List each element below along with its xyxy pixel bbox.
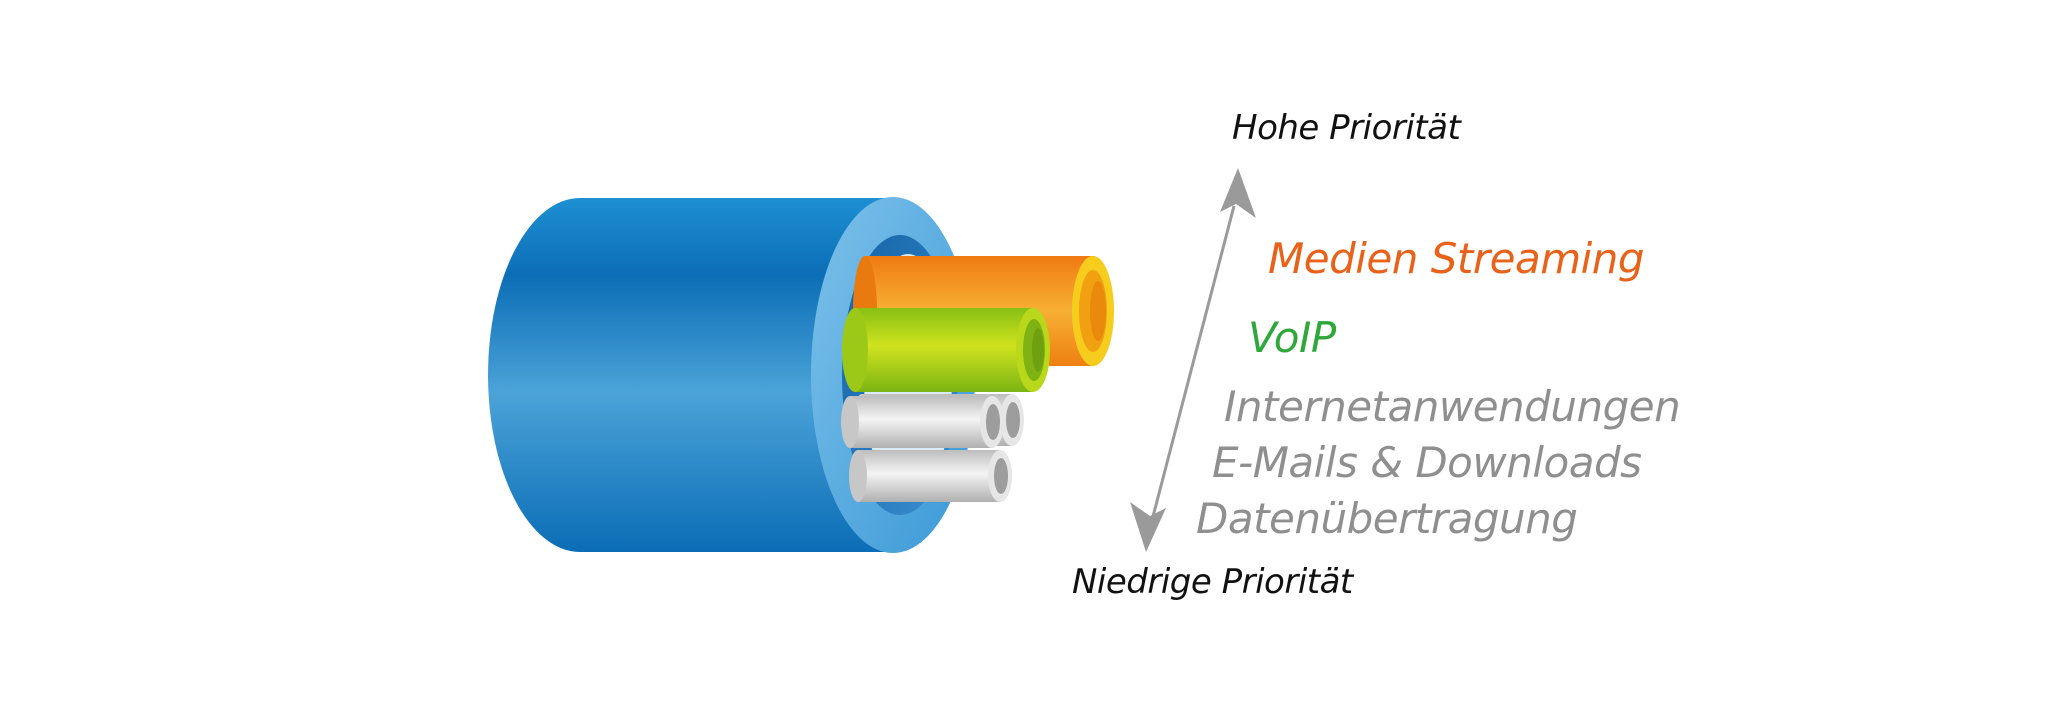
media-streaming-label: Medien Streaming bbox=[1268, 234, 1645, 283]
internet-apps-label: Internetanwendungen bbox=[1224, 382, 1681, 431]
arrow-head-up bbox=[1220, 168, 1256, 218]
data-transfer-label: Datenübertragung bbox=[1196, 494, 1578, 543]
gray-pipes bbox=[841, 394, 1024, 502]
voip-label: VoIP bbox=[1248, 313, 1336, 362]
high-priority-label: Hohe Priorität bbox=[1232, 108, 1461, 148]
low-priority-label: Niedrige Priorität bbox=[1072, 562, 1353, 602]
priority-arrow bbox=[1130, 168, 1256, 552]
green-pipe bbox=[842, 308, 1050, 392]
email-downloads-label: E-Mails & Downloads bbox=[1212, 438, 1642, 487]
arrow-head-down bbox=[1130, 502, 1166, 552]
outer-cable-body bbox=[488, 198, 893, 552]
